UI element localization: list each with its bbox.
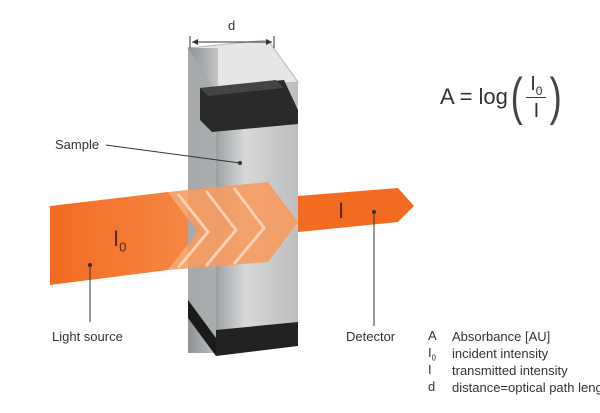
formula-fraction: I0 I: [526, 74, 547, 122]
legend-row: I0 incident intensity: [428, 344, 600, 363]
legend-text: incident intensity: [452, 346, 549, 361]
legend-symbol: d: [428, 378, 436, 394]
legend-text: distance=optical path length: [452, 380, 600, 395]
dimension-arrow-right: [266, 39, 272, 45]
sample-leader: [105, 144, 241, 164]
legend-row: d distance=optical path length: [428, 379, 600, 396]
beam-in-label: I0: [113, 226, 127, 255]
cuvette-base: [188, 300, 216, 356]
detector-label: Detector: [346, 329, 396, 344]
legend-symbol: A: [428, 327, 437, 343]
legend: A Absorbance [AU] I0 incident intensity …: [428, 328, 600, 396]
legend-text: transmitted intensity: [452, 363, 568, 378]
legend-row: A Absorbance [AU]: [428, 328, 600, 345]
detector-leader-dot: [372, 210, 376, 214]
sample-leader-dot: [238, 161, 242, 165]
formula-numerator: I0: [526, 74, 547, 98]
cuvette-cap-top: [200, 80, 284, 96]
formula-denominator: I: [533, 99, 540, 122]
chevron-1: [176, 193, 210, 269]
right-paren: ): [550, 68, 563, 126]
left-paren: (: [510, 68, 523, 126]
beam-out-label: I: [338, 198, 345, 223]
light-source-leader-dot: [88, 263, 92, 267]
chevron-2: [204, 190, 238, 267]
legend-symbol: I0: [428, 344, 436, 363]
dimension-arrow-left: [192, 39, 198, 45]
transmitted-beam: [298, 188, 414, 232]
dimension-label: d: [228, 18, 236, 33]
cuvette-base-front: [216, 322, 298, 356]
legend-symbol: I: [428, 361, 432, 377]
formula-lhs: A = log: [440, 84, 508, 109]
legend-row: I transmitted intensity: [428, 362, 600, 379]
absorbance-formula: A = log ( I0 I ): [440, 66, 565, 128]
incident-beam: [50, 192, 198, 285]
legend-text: Absorbance [AU]: [452, 329, 551, 344]
sample-label: Sample: [55, 137, 100, 152]
light-source-label: Light source: [52, 329, 123, 344]
chevron-3: [232, 187, 266, 265]
